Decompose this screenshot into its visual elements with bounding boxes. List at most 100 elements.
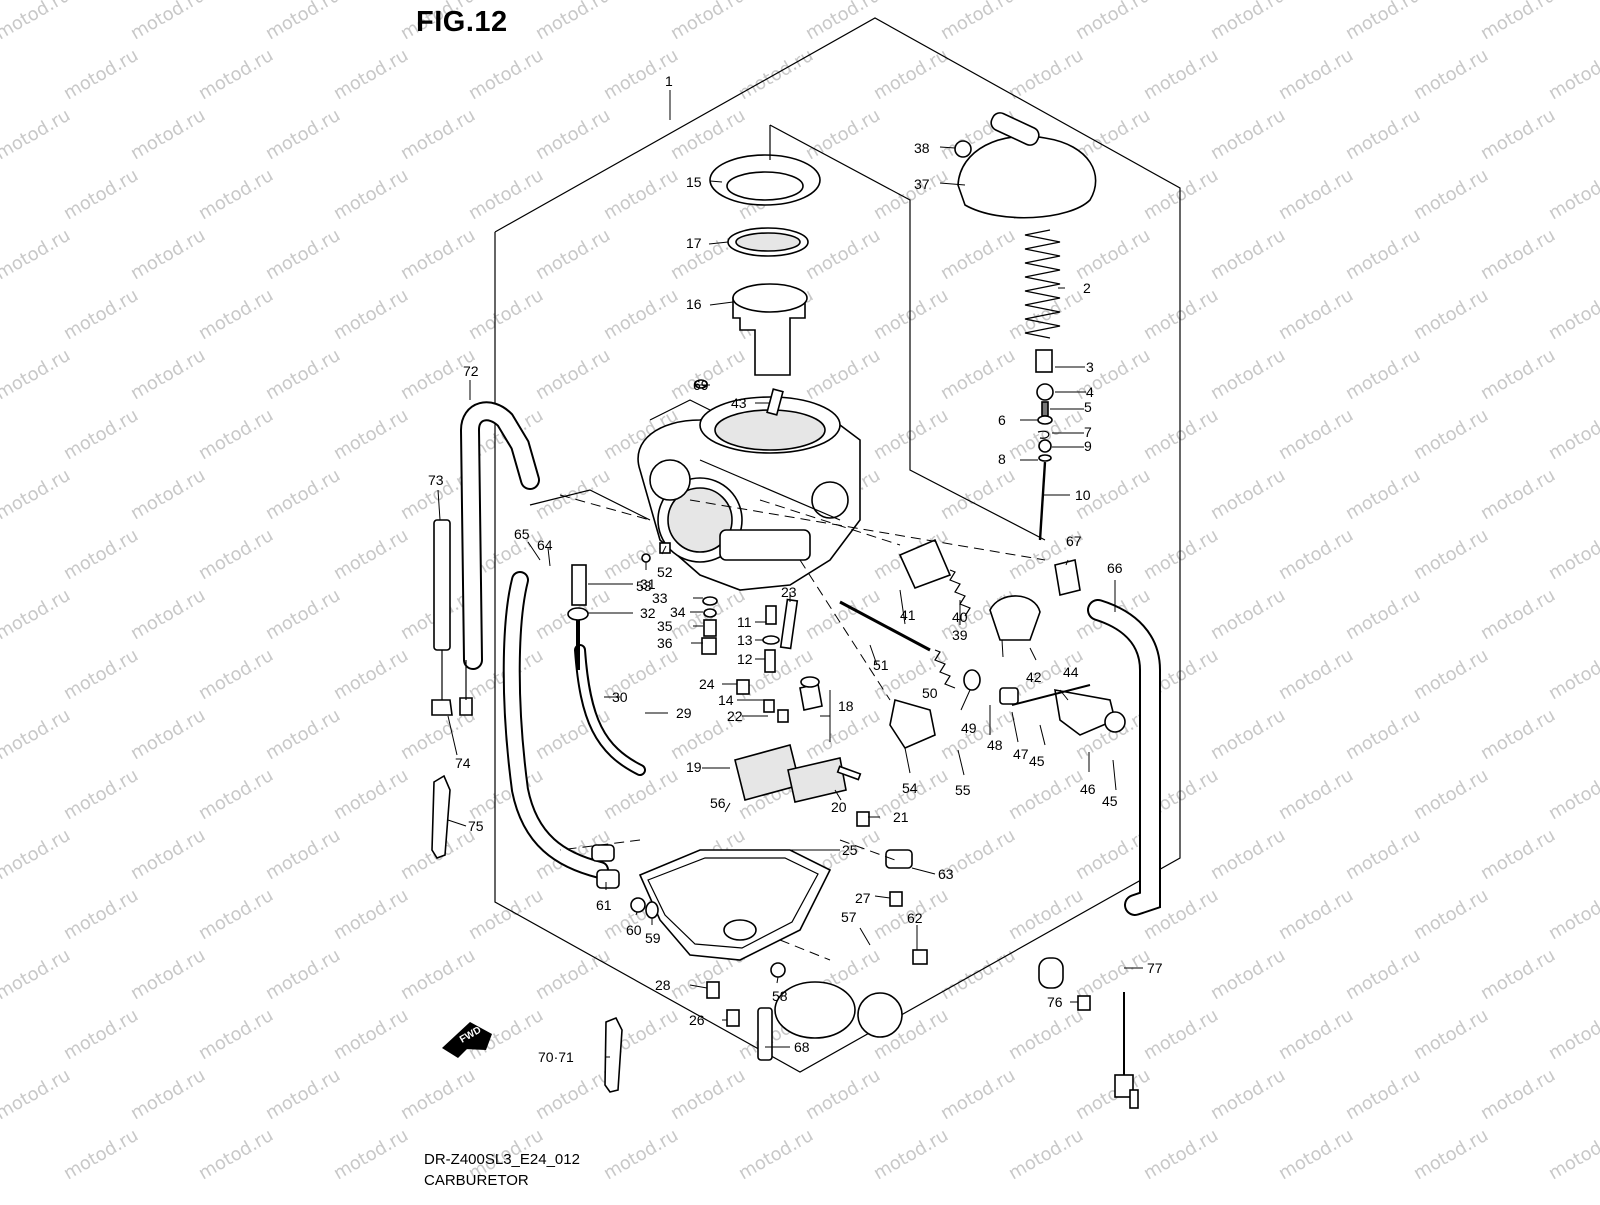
callout-53: 53 [636, 578, 652, 594]
watermark-text: motod.ru [1275, 765, 1357, 824]
watermark-text: motod.ru [465, 45, 547, 104]
watermark-text: motod.ru [1072, 0, 1154, 44]
watermark-text: motod.ru [937, 705, 1019, 764]
callout-60: 60 [626, 922, 642, 938]
callout-58: 58 [772, 988, 788, 1004]
watermark-text: motod.ru [1342, 825, 1424, 884]
callout-9: 9 [1084, 438, 1092, 454]
watermark-text: motod.ru [937, 225, 1019, 284]
callout-50: 50 [922, 685, 938, 701]
watermark-text: motod.ru [1477, 345, 1559, 404]
callout-66: 66 [1107, 560, 1123, 576]
watermark-text: motod.ru [1072, 345, 1154, 404]
watermark-text: motod.ru [60, 1125, 142, 1184]
watermark-text: motod.ru [1207, 825, 1289, 884]
callout-39: 39 [952, 627, 968, 643]
watermark-text: motod.ru [1477, 705, 1559, 764]
watermark-text: motod.ru [870, 405, 952, 464]
watermark-text: motod.ru [1275, 1125, 1357, 1184]
watermark-text: motod.ru [1342, 345, 1424, 404]
watermark-text: motod.ru [1342, 225, 1424, 284]
watermark-text: motod.ru [1545, 405, 1600, 464]
watermark-text: motod.ru [127, 225, 209, 284]
watermark-text: motod.ru [600, 165, 682, 224]
watermark-text: motod.ru [127, 345, 209, 404]
watermark-text: motod.ru [262, 0, 344, 44]
watermark-text: motod.ru [0, 225, 74, 284]
callout-labels: 1 2 3 4 5 6 7 8 9 10 11 12 13 14 15 16 1… [428, 73, 1163, 1065]
watermark-text: motod.ru [1140, 285, 1222, 344]
watermark-text: motod.ru [802, 345, 884, 404]
watermark-text: motod.ru [1545, 645, 1600, 704]
watermark-text: motod.ru [802, 1065, 884, 1124]
watermark-text: motod.ru [195, 1125, 277, 1184]
watermark-text: motod.ru [1545, 45, 1600, 104]
callout-36: 36 [657, 635, 673, 651]
watermark-text: motod.ru [1275, 165, 1357, 224]
watermark-text: motod.ru [1342, 0, 1424, 44]
callout-43: 43 [731, 395, 747, 411]
watermark-text: motod.ru [802, 585, 884, 644]
watermark-text: motod.ru [1207, 0, 1289, 44]
callout-55: 55 [955, 782, 971, 798]
watermark-text: motod.ru [532, 1065, 614, 1124]
callout-17: 17 [686, 235, 702, 251]
watermark-text: motod.ru [1005, 45, 1087, 104]
watermark-text: motod.ru [1545, 1005, 1600, 1064]
watermark-text: motod.ru [1207, 1065, 1289, 1124]
callout-29: 29 [676, 705, 692, 721]
watermark-text: motod.ru [262, 945, 344, 1004]
watermark-text: motod.ru [870, 285, 952, 344]
watermark-text: motod.ru [60, 165, 142, 224]
watermark-text: motod.ru [127, 705, 209, 764]
callout-46: 46 [1080, 781, 1096, 797]
watermark-text: motod.ru [465, 165, 547, 224]
watermark-text: motod.ru [330, 45, 412, 104]
carburetor-body-drawing [637, 396, 861, 591]
callout-72: 72 [463, 363, 479, 379]
watermark-text: motod.ru [1545, 285, 1600, 344]
watermark-text: motod.ru [330, 405, 412, 464]
watermark-text: motod.ru [1275, 1005, 1357, 1064]
diagram-code: DR-Z400SL3_E24_012 [424, 1151, 580, 1168]
watermark-text: motod.ru [1477, 825, 1559, 884]
watermark-text: motod.ru [802, 105, 884, 164]
watermark-text: motod.ru [1410, 885, 1492, 944]
sub-assembly-outline [529, 124, 1046, 541]
callout-52: 52 [657, 564, 673, 580]
watermark-text: motod.ru [127, 465, 209, 524]
watermark-text: motod.ru [1140, 45, 1222, 104]
callout-14: 14 [718, 692, 734, 708]
watermark-text: motod.ru [330, 285, 412, 344]
watermark-text: motod.ru [262, 465, 344, 524]
watermark-text: motod.ru [1342, 705, 1424, 764]
watermark-text: motod.ru [870, 165, 952, 224]
callout-2: 2 [1083, 280, 1091, 296]
watermark-text: motod.ru [1207, 345, 1289, 404]
callout-13: 13 [737, 632, 753, 648]
watermark-text: motod.ru [1545, 525, 1600, 584]
callout-42: 42 [1026, 669, 1042, 685]
callout-38: 38 [914, 140, 930, 156]
callout-21: 21 [893, 809, 909, 825]
callout-75: 75 [468, 818, 484, 834]
watermark-text: motod.ru [195, 525, 277, 584]
watermark-text: motod.ru [1342, 945, 1424, 1004]
watermark-text: motod.ru [465, 285, 547, 344]
watermark-text: motod.ru [330, 1005, 412, 1064]
callout-62: 62 [907, 910, 923, 926]
callout-59: 59 [645, 930, 661, 946]
watermark-text: motod.ru [1342, 1065, 1424, 1124]
watermark-text: motod.ru [1140, 525, 1222, 584]
callout-51: 51 [873, 657, 889, 673]
callout-12: 12 [737, 651, 753, 667]
watermark-text: motod.ru [937, 1065, 1019, 1124]
callout-48: 48 [987, 737, 1003, 753]
watermark-text: motod.ru [1410, 285, 1492, 344]
watermark-text: motod.ru [532, 225, 614, 284]
callout-30: 30 [612, 689, 628, 705]
callout-27: 27 [855, 890, 871, 906]
watermark-text: motod.ru [397, 105, 479, 164]
watermark-text: motod.ru [262, 225, 344, 284]
